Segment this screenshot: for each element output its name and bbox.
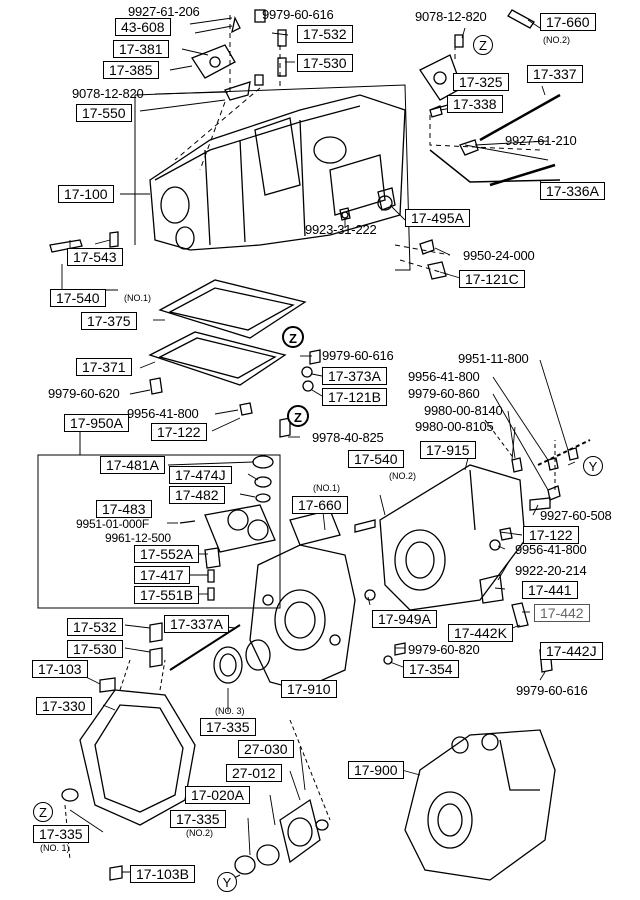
- reference-marker-z: Z: [33, 802, 53, 822]
- part-number: 9927-61-206: [128, 4, 200, 19]
- part-number: 9979-60-860: [408, 386, 480, 401]
- part-box: 17-338: [447, 95, 503, 113]
- part-box: 17-532: [297, 25, 353, 43]
- part-box: 17-381: [113, 40, 169, 58]
- part-number: 9923-31-222: [305, 222, 377, 237]
- rear-case-illustration: [404, 729, 556, 881]
- part-box: 17-371: [76, 358, 132, 376]
- part-box: 17-532: [67, 618, 123, 636]
- qualifier-note: (NO. 3): [215, 706, 245, 716]
- part-box: 17-103B: [130, 865, 195, 883]
- part-box: 17-910: [281, 680, 337, 698]
- part-box: 17-481A: [100, 456, 165, 474]
- part-box: 17-103: [32, 660, 88, 678]
- part-number: 9979-60-616: [516, 683, 588, 698]
- qualifier-note: (NO.2): [543, 35, 570, 45]
- extension-housing-illustration: [354, 464, 526, 611]
- part-box: 43-608: [115, 18, 171, 36]
- part-box: 17-121C: [459, 270, 525, 288]
- part-box: 17-442J: [540, 642, 603, 660]
- part-box: 17-483: [96, 500, 152, 518]
- part-box: 17-543: [67, 248, 123, 266]
- part-box: 17-482: [169, 486, 225, 504]
- part-number: 9951-01-000F: [76, 517, 149, 531]
- cover-gaskets-illustration: [148, 279, 307, 386]
- part-box: 17-441: [522, 581, 578, 599]
- top-small-parts: [49, 9, 561, 280]
- part-box: 17-540: [348, 450, 404, 468]
- reference-marker-y: Y: [583, 456, 603, 476]
- part-box: 17-330: [36, 697, 92, 715]
- part-box: 17-375: [81, 312, 137, 330]
- part-box: 17-540: [50, 289, 106, 307]
- part-box: 17-325: [453, 73, 509, 91]
- part-number: 9978-40-825: [312, 430, 384, 445]
- part-number: 9951-11-800: [458, 351, 529, 366]
- part-box: 17-442K: [448, 624, 513, 642]
- part-box: 17-660: [540, 13, 596, 31]
- part-number: 9961-12-500: [105, 531, 171, 545]
- part-number: 9927-60-508: [540, 508, 612, 523]
- part-number: 9078-12-820: [415, 9, 487, 24]
- qualifier-note: (NO.2): [389, 471, 416, 481]
- part-box: 17-337A: [164, 615, 229, 633]
- part-box: 17-417: [134, 566, 190, 584]
- part-number: 9980-00-8140: [424, 403, 503, 418]
- part-box: 17-474J: [169, 466, 232, 484]
- part-box: 17-335: [200, 718, 256, 736]
- part-box: 17-949A: [372, 610, 437, 628]
- qualifier-note: (NO. 1): [40, 843, 70, 853]
- part-box: 17-950A: [64, 414, 129, 432]
- part-box: 17-915: [420, 441, 476, 459]
- part-box: 17-530: [297, 54, 353, 72]
- reference-marker-z: Z: [287, 405, 309, 427]
- part-number: 9979-60-620: [48, 386, 120, 401]
- part-number: 9979-60-820: [408, 642, 480, 657]
- part-box: 17-335: [170, 810, 226, 828]
- reference-marker-z: Z: [282, 326, 304, 348]
- part-box: 17-373A: [322, 367, 387, 385]
- part-number: 9956-41-800: [515, 542, 587, 557]
- part-number: 9078-12-820: [72, 86, 144, 101]
- part-box: 17-495A: [405, 209, 470, 227]
- part-box: 17-100: [58, 185, 114, 203]
- part-number: 9980-00-8105: [415, 419, 494, 434]
- part-box: 17-121B: [322, 388, 387, 406]
- part-box: 17-122: [151, 423, 207, 441]
- part-box: 17-385: [103, 61, 159, 79]
- part-box: 17-335: [33, 825, 89, 843]
- part-box: 17-530: [67, 640, 123, 658]
- part-box: 17-900: [348, 761, 404, 779]
- part-number: 9950-24-000: [463, 248, 535, 263]
- part-box: 17-337: [527, 65, 583, 83]
- part-number: 9979-60-616: [322, 348, 394, 363]
- part-box: 27-030: [238, 740, 294, 758]
- part-box: 17-442: [534, 604, 590, 622]
- reference-marker-z: Z: [473, 35, 493, 55]
- part-box: 17-660: [292, 496, 348, 514]
- part-box: 27-012: [226, 764, 282, 782]
- part-number: 9927-61-210: [505, 133, 577, 148]
- reference-marker-y: Y: [217, 872, 237, 892]
- part-number: 9956-41-800: [408, 369, 480, 384]
- part-box: 17-336A: [540, 182, 605, 200]
- shift-selector-illustration: [179, 455, 276, 601]
- qualifier-note: (NO.1): [313, 483, 340, 493]
- qualifier-note: (NO.2): [186, 828, 213, 838]
- clutch-housing-illustration: [79, 659, 196, 826]
- part-box: 17-122: [523, 526, 579, 544]
- part-box: 17-551B: [134, 586, 199, 604]
- part-box: 17-354: [403, 660, 459, 678]
- qualifier-note: (NO.1): [124, 293, 151, 303]
- part-box: 17-552A: [134, 545, 199, 563]
- part-box: 17-550: [76, 104, 132, 122]
- part-number: 9956-41-800: [127, 406, 199, 421]
- part-box: 17-020A: [185, 786, 250, 804]
- part-number: 9979-60-616: [262, 7, 334, 22]
- part-number: 9922-20-214: [515, 563, 587, 578]
